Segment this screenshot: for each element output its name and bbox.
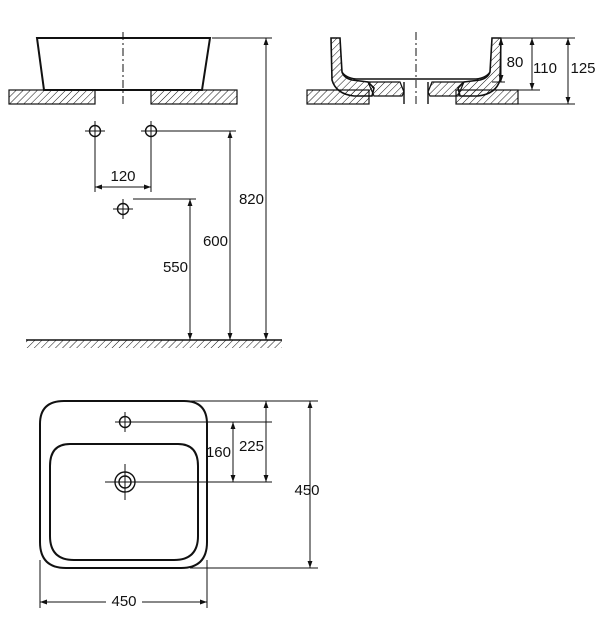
countertop-left xyxy=(8,89,96,105)
dim-tap-height: 600 xyxy=(203,233,228,250)
waste-hole xyxy=(105,464,145,500)
countertop-right xyxy=(150,89,238,105)
tap-connection-right xyxy=(141,121,161,141)
dim-total-height: 125 xyxy=(570,60,595,77)
plan-view: 160 225 450 450 xyxy=(39,400,320,610)
dim-basin-depth: 450 xyxy=(294,482,319,499)
front-elevation: 120 550 600 820 xyxy=(8,32,282,348)
waste-connection xyxy=(113,199,133,219)
basin-base-right xyxy=(427,81,465,97)
basin-outer-outline xyxy=(39,400,208,569)
dim-rim-height: 820 xyxy=(239,191,264,208)
section-view: 80 110 125 xyxy=(306,32,596,106)
basin-inner-bowl xyxy=(49,443,199,561)
basin-base-left xyxy=(367,81,405,97)
dim-tap-spacing: 120 xyxy=(110,168,135,185)
dim-tap-hole-offset: 225 xyxy=(239,438,264,455)
dim-waste-offset: 160 xyxy=(206,444,231,461)
tap-hole xyxy=(115,412,135,432)
floor-hatch xyxy=(26,340,282,348)
basin-wall-right xyxy=(457,37,502,97)
dim-waste-height: 550 xyxy=(163,259,188,276)
basin-wall-left xyxy=(330,37,375,97)
dim-bowl-height: 110 xyxy=(533,60,557,77)
tap-connection-left xyxy=(85,121,105,141)
dim-inner-depth: 80 xyxy=(507,54,524,71)
dim-basin-width: 450 xyxy=(111,593,136,610)
